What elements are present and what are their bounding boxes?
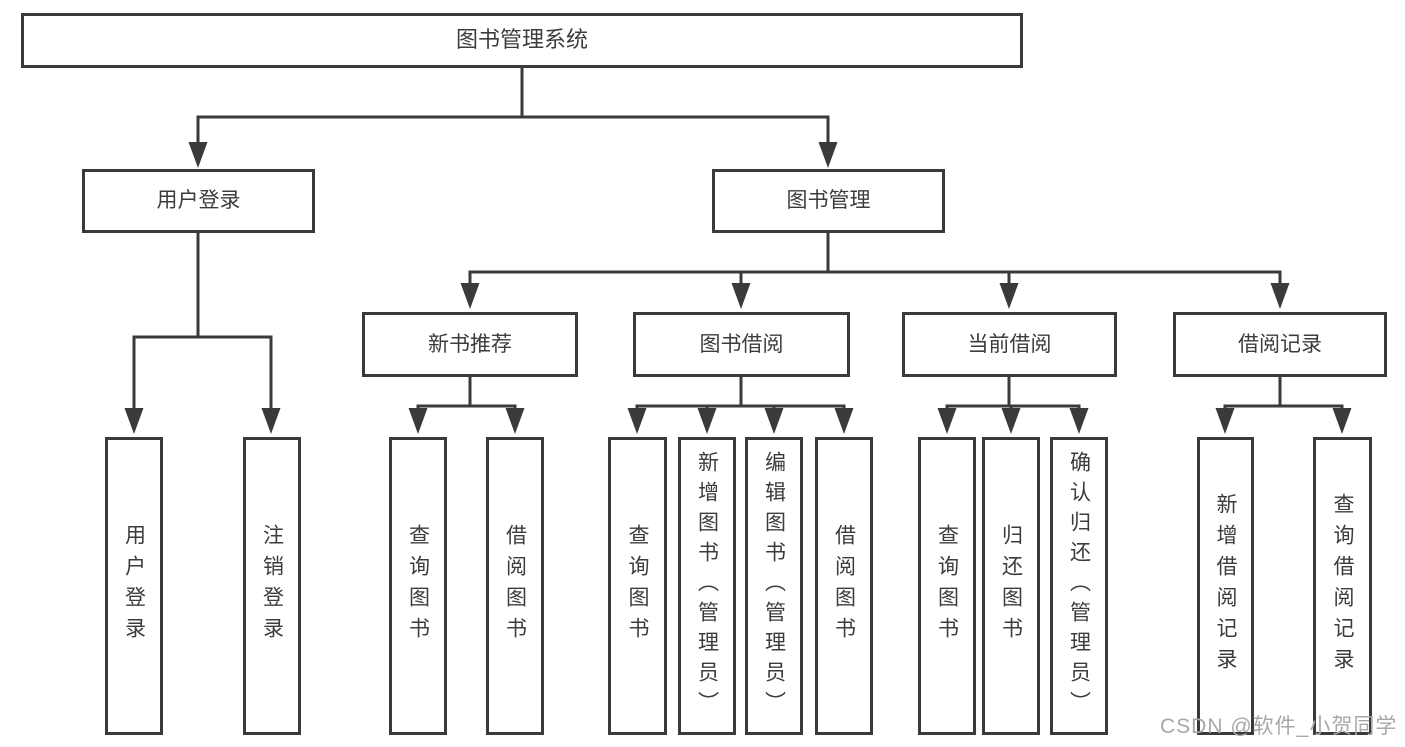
- node-book-borrowing: 图书借阅: [633, 312, 850, 377]
- node-root-system: 图书管理系统: [21, 13, 1023, 68]
- node-current-borrowing: 当前借阅: [902, 312, 1117, 377]
- leaf-add-book-admin: 新增图书（管理员）: [678, 437, 736, 735]
- leaf-return-book: 归还图书: [982, 437, 1040, 735]
- csdn-watermark: CSDN @软件_小贺同学: [1160, 715, 1398, 738]
- leaf-user-login: 用户登录: [105, 437, 163, 735]
- leaf-borrow-book-borrowing: 借阅图书: [815, 437, 873, 735]
- leaf-logout: 注销登录: [243, 437, 301, 735]
- leaf-edit-book-admin: 编辑图书（管理员）: [745, 437, 803, 735]
- leaf-query-borrow-record: 查询借阅记录: [1313, 437, 1372, 735]
- leaf-borrow-book-recommend: 借阅图书: [486, 437, 544, 735]
- leaf-add-borrow-record: 新增借阅记录: [1197, 437, 1254, 735]
- leaf-query-book-borrowing: 查询图书: [608, 437, 667, 735]
- leaf-query-book-current: 查询图书: [918, 437, 976, 735]
- node-new-book-recommend: 新书推荐: [362, 312, 578, 377]
- node-book-management: 图书管理: [712, 169, 945, 233]
- node-borrowing-records: 借阅记录: [1173, 312, 1387, 377]
- leaf-query-book-recommend: 查询图书: [389, 437, 447, 735]
- leaf-confirm-return-admin: 确认归还（管理员）: [1050, 437, 1108, 735]
- node-user-login-branch: 用户登录: [82, 169, 315, 233]
